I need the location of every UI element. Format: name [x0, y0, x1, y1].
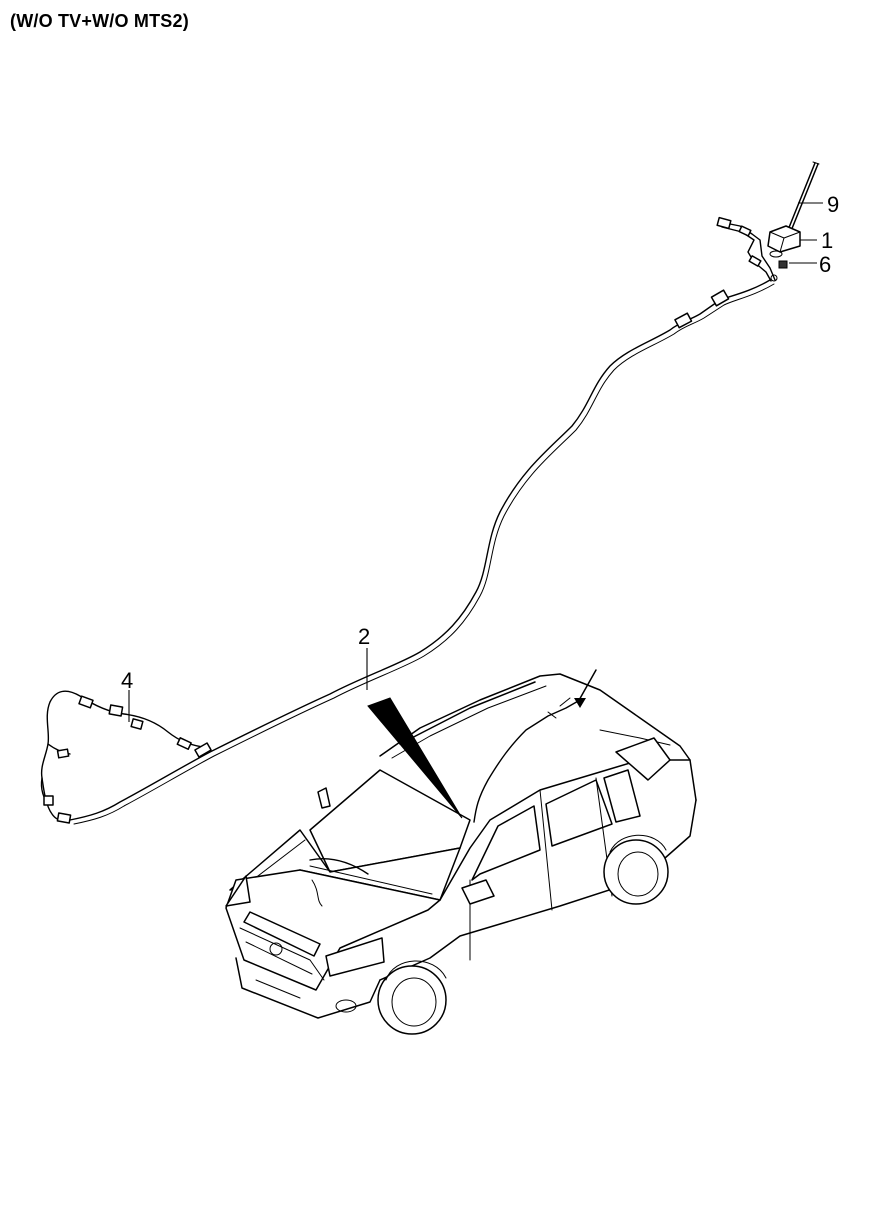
antenna-pole-icon [787, 161, 820, 232]
page-title: (W/O TV+W/O MTS2) [10, 11, 189, 31]
interior-harness [40, 690, 212, 824]
antenna-assembly [716, 161, 820, 282]
callout-leaders [128, 202, 823, 722]
callout-4: 4 [121, 668, 133, 693]
roof-feeder-segment [716, 216, 778, 282]
antenna-nut-icon [778, 260, 788, 269]
callout-6: 6 [819, 252, 831, 277]
callout-9: 9 [827, 192, 839, 217]
callout-1: 1 [821, 228, 833, 253]
callout-2: 2 [358, 624, 370, 649]
main-feeder-cable [69, 279, 775, 825]
antenna-base-icon [767, 225, 801, 258]
suv-vehicle-icon [225, 673, 697, 1035]
location-pointer-arrow-icon [367, 669, 597, 819]
